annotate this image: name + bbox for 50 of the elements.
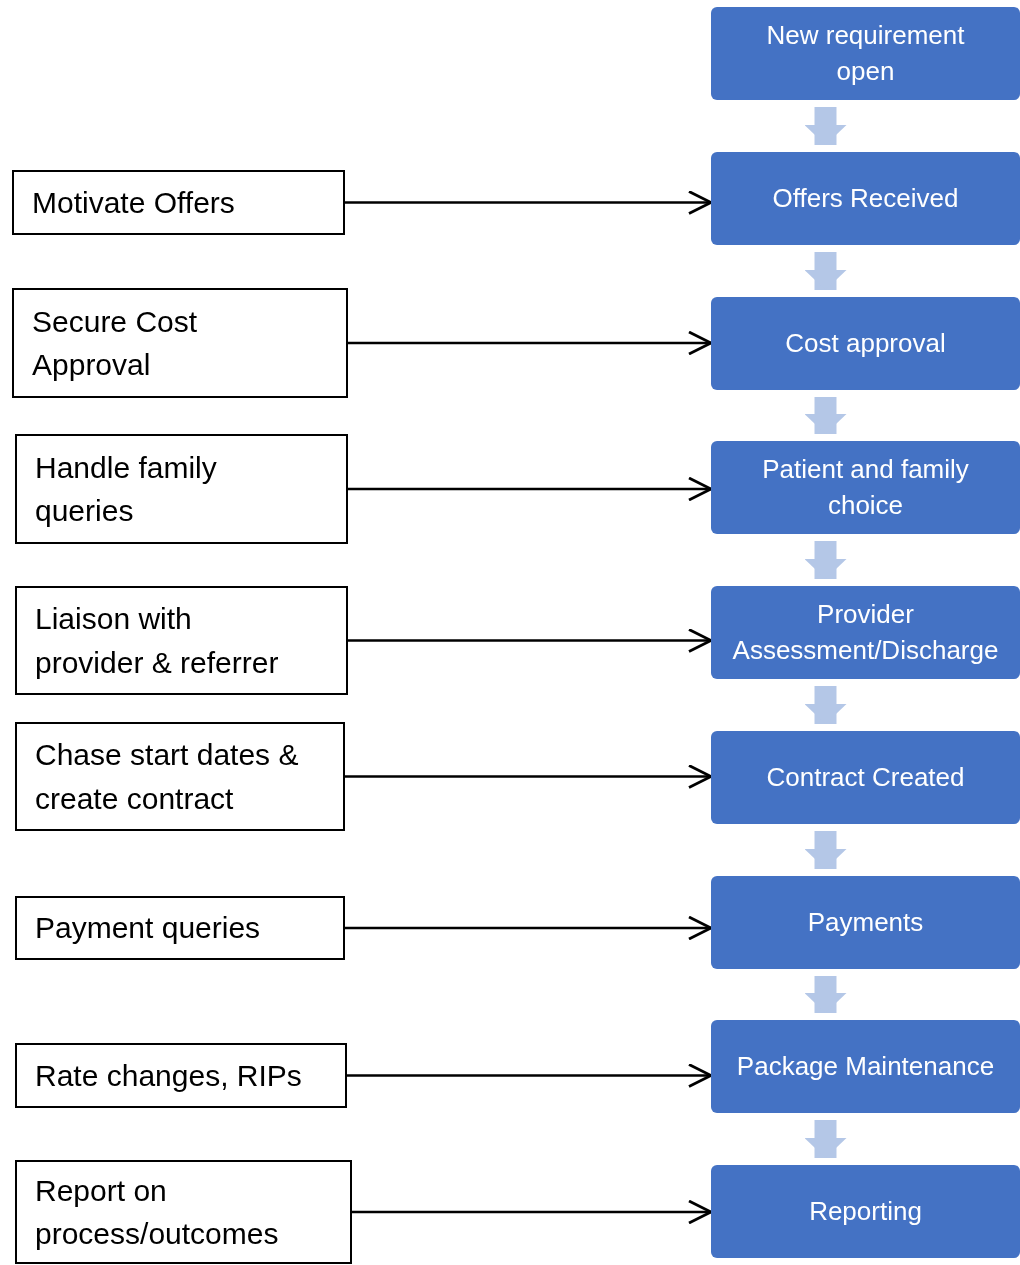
arrow	[345, 915, 713, 941]
process-box	[711, 297, 1020, 390]
process-box	[711, 876, 1020, 969]
process-box	[711, 731, 1020, 824]
process-box	[711, 7, 1020, 100]
box-label: Contract Created	[766, 760, 965, 794]
box-label: Patient and family choice	[761, 453, 970, 522]
box-label: Handle family queries	[35, 449, 218, 529]
box-label: Reporting	[809, 1194, 922, 1228]
task-box	[15, 586, 348, 695]
arrow	[352, 1199, 713, 1225]
block-arrow	[804, 831, 847, 869]
block-arrow	[804, 976, 847, 1013]
box-label: Offers Received	[772, 181, 959, 215]
task-box	[12, 170, 345, 235]
box-label: Payment queries	[35, 910, 261, 947]
task-box	[15, 1043, 347, 1108]
task-box	[15, 896, 345, 960]
arrow	[347, 1063, 713, 1088]
process-box	[711, 152, 1020, 245]
block-arrow	[804, 541, 847, 579]
block-arrow	[804, 252, 847, 290]
process-box	[711, 586, 1020, 679]
box-label: Motivate Offers	[32, 184, 235, 221]
arrow	[348, 476, 713, 502]
task-box	[15, 1160, 352, 1264]
task-box	[15, 434, 348, 544]
box-label: Liaison with provider & referrer	[35, 601, 280, 681]
box-label: Payments	[807, 905, 924, 939]
box-label: Report on process/outcomes	[35, 1172, 280, 1252]
process-box	[711, 1165, 1020, 1258]
block-arrow	[804, 107, 847, 145]
box-label: New requirement open	[765, 19, 966, 88]
block-arrow	[804, 686, 847, 724]
box-label: Cost approval	[785, 326, 946, 360]
process-box	[711, 441, 1020, 534]
arrow	[345, 190, 713, 215]
arrow	[348, 330, 713, 356]
box-label: Chase start dates & create contract	[35, 737, 300, 817]
arrow	[348, 628, 713, 653]
box-label: Secure Cost Approval	[32, 303, 199, 383]
arrow	[345, 764, 713, 789]
box-label: Package Maintenance	[736, 1049, 995, 1083]
task-box	[12, 288, 348, 398]
block-arrow	[804, 397, 847, 434]
block-arrow	[804, 1120, 847, 1158]
box-label: Provider Assessment/Discharge	[731, 598, 1000, 667]
task-box	[15, 722, 345, 831]
box-label: Rate changes, RIPs	[35, 1057, 302, 1094]
process-box	[711, 1020, 1020, 1113]
